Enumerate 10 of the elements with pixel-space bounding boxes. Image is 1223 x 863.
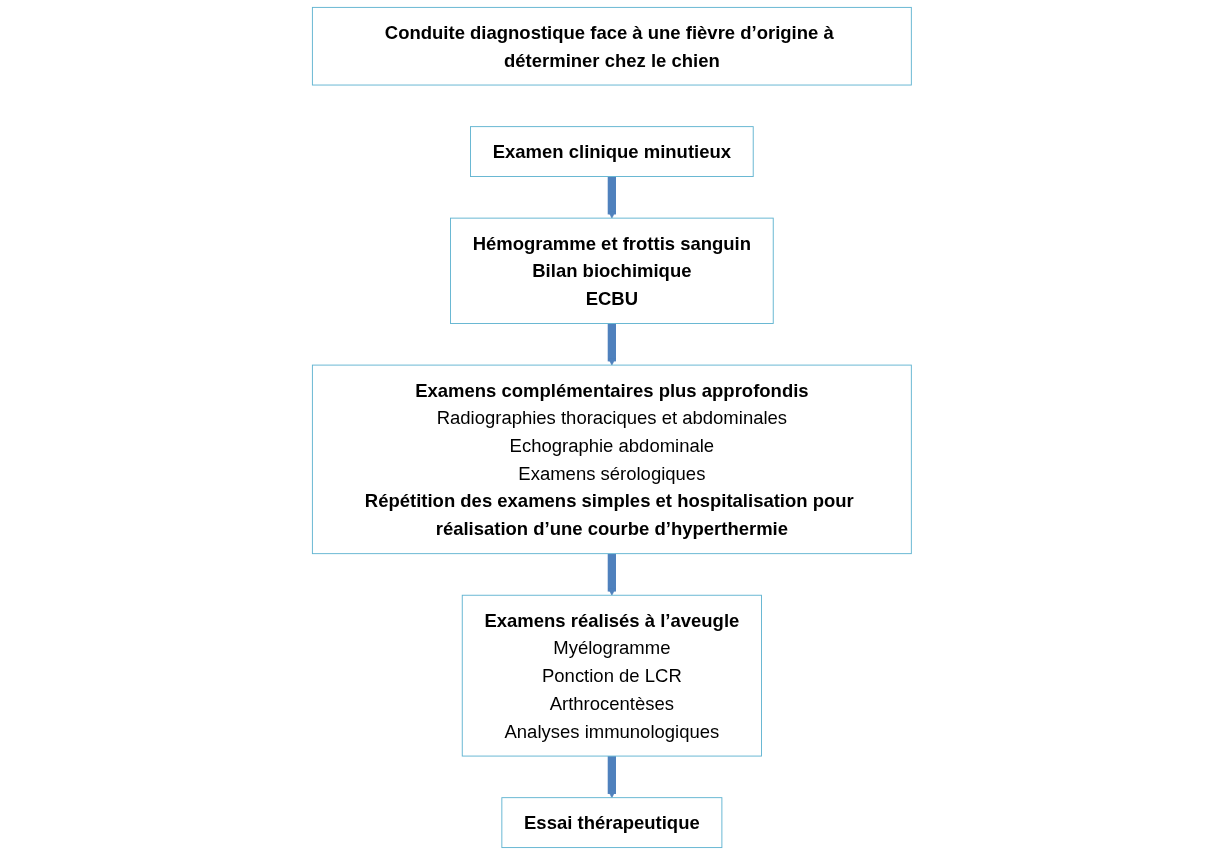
arrow	[607, 552, 616, 596]
arrow	[607, 175, 616, 219]
node-box: Essai thérapeutique	[501, 797, 722, 849]
arrow	[607, 755, 616, 799]
node-box: Examen clinique minutieux	[469, 126, 754, 177]
node-box: Examens réalisés à l’aveugle Myélogramme Ponction de LCR Arthrocentèses Analyses immunologiques	[461, 594, 762, 757]
node-box: Examens complémentaires plus approfondis Radiographies thoraciques et abdominales Echographie abdominale Examens sérologiques Répétition des examens simples et hospitalisation pour réalisation d’une courbe d’hyperthermie	[311, 364, 912, 555]
node-box: Conduite diagnostique face à une fièvre d’origine à déterminer chez le chien	[311, 6, 912, 86]
arrow	[607, 322, 616, 366]
node-box: Hémogramme et frottis sanguin Bilan biochimique ECBU	[449, 217, 774, 324]
